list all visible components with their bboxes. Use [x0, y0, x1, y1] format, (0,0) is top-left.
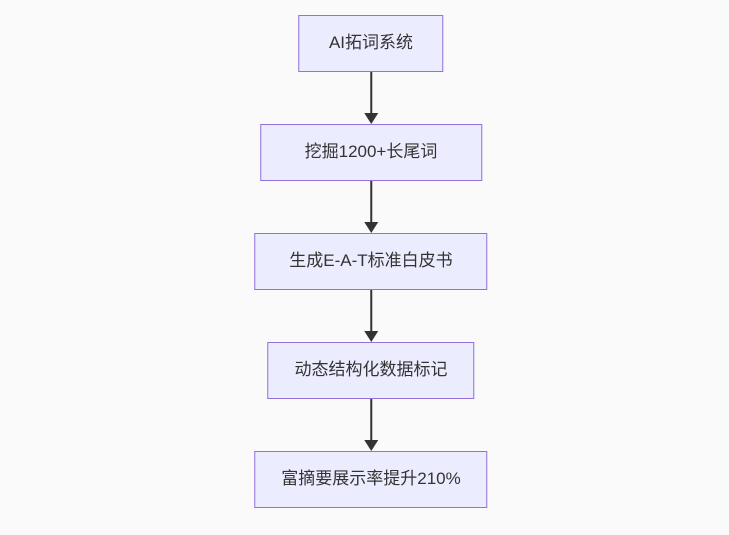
- flow-node-eat-whitepaper: 生成E-A-T标准白皮书: [254, 233, 488, 290]
- flowchart-column: AI拓词系统 挖掘1200+长尾词 生成E-A-T标准白皮书 动态结构化数据标记: [254, 15, 488, 508]
- edge-line: [369, 399, 372, 440]
- arrowhead-down-icon: [363, 440, 378, 451]
- flow-edge-c-d: [363, 290, 378, 342]
- flow-edge-b-c: [363, 181, 378, 233]
- arrowhead-down-icon: [363, 222, 378, 233]
- arrowhead-down-icon: [363, 331, 378, 342]
- flow-node-longtail-mining: 挖掘1200+长尾词: [259, 124, 482, 181]
- flow-node-label: 生成E-A-T标准白皮书: [289, 251, 453, 271]
- flow-node-label: AI拓词系统: [328, 33, 414, 53]
- flow-node-label: 挖掘1200+长尾词: [304, 142, 438, 162]
- flow-node-structured-data-markup: 动态结构化数据标记: [267, 342, 475, 399]
- arrowhead-down-icon: [363, 113, 378, 124]
- edge-line: [369, 181, 372, 222]
- flow-node-rich-snippet-result: 富摘要展示率提升210%: [254, 451, 488, 508]
- edge-line: [369, 72, 372, 113]
- flow-edge-a-b: [363, 72, 378, 124]
- flow-node-label: 富摘要展示率提升210%: [281, 469, 461, 489]
- flow-edge-d-e: [363, 399, 378, 451]
- flow-node-ai-keyword-system: AI拓词系统: [298, 15, 444, 72]
- flow-node-label: 动态结构化数据标记: [294, 360, 448, 380]
- edge-line: [369, 290, 372, 331]
